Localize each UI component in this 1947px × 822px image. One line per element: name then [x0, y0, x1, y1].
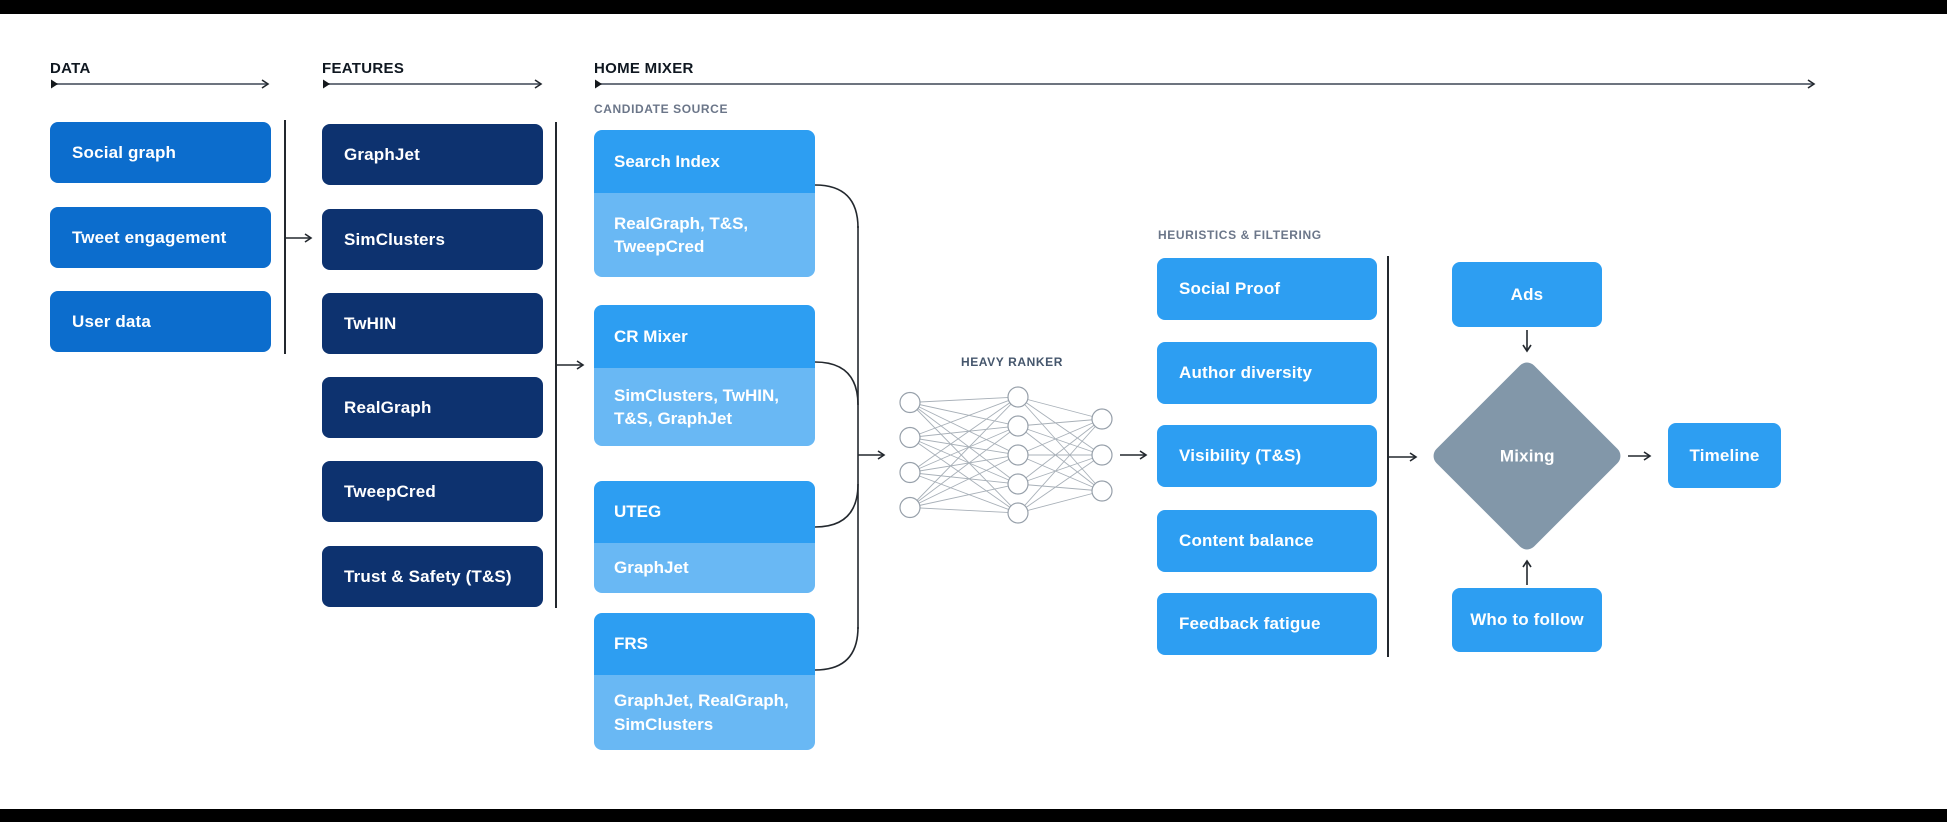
network-node	[899, 426, 921, 449]
node-social-graph: Social graph	[50, 122, 271, 183]
node-content-balance: Content balance	[1157, 510, 1377, 572]
node-cr-mixer: CR Mixer SimClusters, TwHIN, T&S, GraphJ…	[594, 305, 815, 446]
label-heavy-ranker: HEAVY RANKER	[960, 355, 1064, 369]
node-tweepcred: TweepCred	[322, 461, 543, 522]
candidate-title: UTEG	[594, 481, 815, 543]
candidate-title: Search Index	[594, 130, 815, 193]
section-header-home-mixer: HOME MIXER	[594, 60, 694, 77]
candidate-features: RealGraph, T&S, TweepCred	[594, 193, 815, 277]
network-node	[899, 461, 921, 484]
node-who-to-follow: Who to follow	[1452, 588, 1602, 652]
node-graphjet: GraphJet	[322, 124, 543, 185]
node-user-data: User data	[50, 291, 271, 352]
node-frs: FRS GraphJet, RealGraph, SimClusters	[594, 613, 815, 750]
network-node	[1091, 444, 1113, 466]
node-trust-and-safety: Trust & Safety (T&S)	[322, 546, 543, 607]
curve-cr-mixer	[814, 361, 859, 406]
curve-uteg	[814, 483, 859, 528]
node-social-proof: Social Proof	[1157, 258, 1377, 320]
node-ads: Ads	[1452, 262, 1602, 327]
node-tweet-engagement: Tweet engagement	[50, 207, 271, 268]
network-node	[1091, 480, 1113, 502]
label-heuristics-filtering: HEURISTICS & FILTERING	[1158, 228, 1322, 242]
label-candidate-source: CANDIDATE SOURCE	[594, 102, 729, 116]
node-twhin: TwHIN	[322, 293, 543, 354]
node-timeline: Timeline	[1668, 423, 1781, 488]
network-node	[1091, 408, 1113, 430]
node-feedback-fatigue: Feedback fatigue	[1157, 593, 1377, 655]
section-header-features: FEATURES	[322, 60, 405, 77]
network-node	[899, 391, 921, 414]
network-node	[1007, 473, 1029, 495]
node-realgraph: RealGraph	[322, 377, 543, 438]
section-header-data: DATA	[50, 60, 91, 77]
node-simclusters: SimClusters	[322, 209, 543, 270]
bottom-black-bar	[0, 809, 1947, 822]
candidate-title: CR Mixer	[594, 305, 815, 368]
candidate-features: SimClusters, TwHIN, T&S, GraphJet	[594, 368, 815, 446]
heavy-ranker-network	[899, 386, 1113, 524]
candidate-features: GraphJet, RealGraph, SimClusters	[594, 675, 815, 750]
curve-search-index	[814, 184, 859, 229]
network-node	[1007, 386, 1029, 408]
network-node	[1007, 502, 1029, 524]
node-uteg: UTEG GraphJet	[594, 481, 815, 593]
node-mixing: Mixing	[1429, 358, 1625, 554]
node-author-diversity: Author diversity	[1157, 342, 1377, 404]
node-search-index: Search Index RealGraph, T&S, TweepCred	[594, 130, 815, 277]
network-node	[899, 496, 921, 519]
mixing-label: Mixing	[1499, 445, 1555, 465]
top-black-bar	[0, 0, 1947, 14]
candidate-features: GraphJet	[594, 543, 815, 593]
curve-frs	[814, 626, 859, 671]
network-node	[1007, 444, 1029, 466]
node-visibility: Visibility (T&S)	[1157, 425, 1377, 487]
network-node	[1007, 415, 1029, 437]
candidate-title: FRS	[594, 613, 815, 675]
